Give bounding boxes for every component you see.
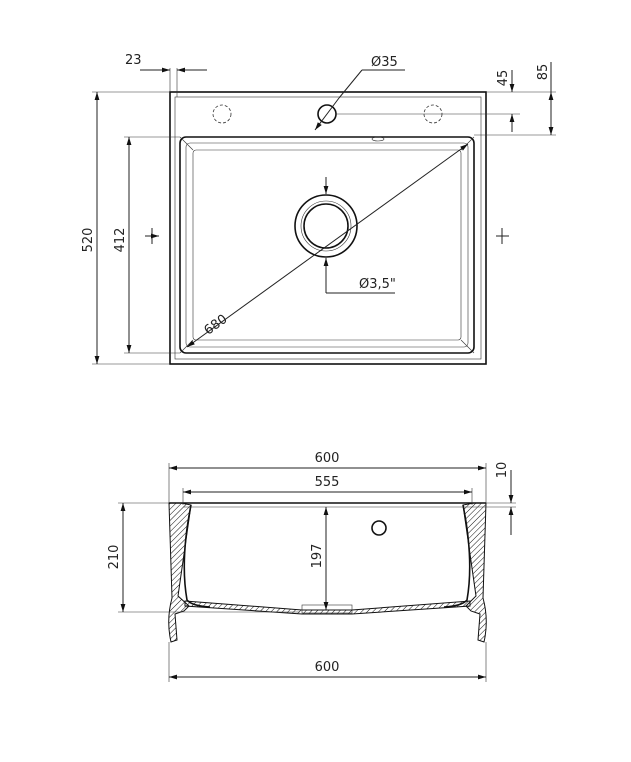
tap-hole-optional-left — [212, 104, 232, 124]
dist-45-label: 45 — [496, 70, 511, 87]
drain-ring — [300, 200, 352, 252]
width-inner-label: 555 — [315, 475, 340, 490]
diag-680-label: 680 — [201, 312, 230, 339]
sink-outline — [169, 91, 487, 365]
section-view: 600 555 10 210 197 600 — [107, 451, 516, 682]
overflow-icon — [371, 136, 385, 142]
height-210-label: 210 — [107, 545, 122, 570]
bowl-412-label: 412 — [113, 228, 128, 253]
dist-85-label: 85 — [536, 64, 551, 81]
width-top-label: 600 — [315, 451, 340, 466]
bowl-outline — [179, 136, 475, 354]
rim-inner-line — [174, 96, 482, 360]
offset-23-label: 23 — [125, 53, 142, 68]
drain-diameter-label: Ø3,5" — [359, 277, 396, 292]
diagonal-dimension-line — [186, 143, 469, 348]
bowl-inner-line — [185, 142, 469, 348]
depth-197-label: 197 — [310, 544, 325, 569]
top-view: 680 23 Ø35 45 85 520 412 — [81, 53, 556, 365]
drain-inner — [303, 203, 349, 249]
width-bottom-label: 600 — [315, 660, 340, 675]
tap-hole-diameter-label: Ø35 — [371, 55, 398, 70]
rim-10-label: 10 — [495, 462, 510, 479]
height-520-label: 520 — [81, 228, 96, 253]
overflow-hole — [371, 520, 387, 536]
bowl-bottom-section — [184, 600, 471, 615]
